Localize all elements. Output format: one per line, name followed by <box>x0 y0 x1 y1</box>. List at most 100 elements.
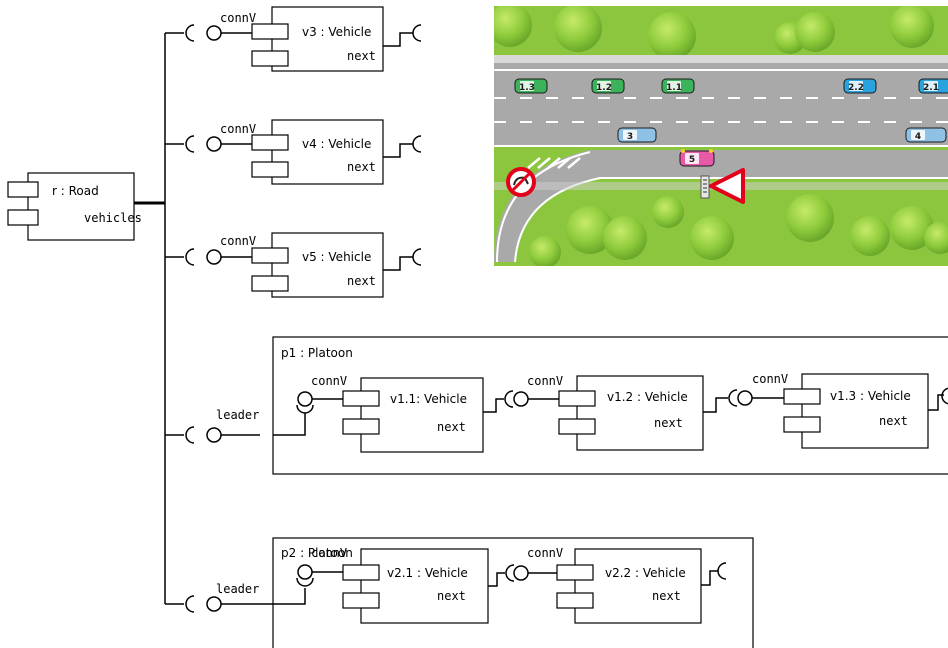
provided-interface-icon <box>513 391 529 407</box>
connv-label: connV <box>220 234 256 248</box>
required-interface-icon <box>296 404 314 414</box>
next-label: next <box>879 414 908 428</box>
checkpoint-post-icon <box>700 175 710 199</box>
connv-label: connV <box>311 546 347 560</box>
car-label: 4 <box>915 132 921 142</box>
provided-interface-icon <box>513 565 529 581</box>
required-interface-icon <box>296 577 314 587</box>
platoon-p2: p2 : Platoon leader connV v2.1 : Vehicle… <box>185 537 754 648</box>
component-port-icon <box>7 181 39 198</box>
connv-label: connV <box>311 374 347 388</box>
connv-label: connV <box>220 11 256 25</box>
required-interface-icon <box>412 135 422 153</box>
car-1-3: 1.3 <box>514 78 548 94</box>
vehicle-v1-1: connV v1.1: Vehicle next <box>296 374 514 453</box>
next-label: next <box>347 160 376 174</box>
component-port-icon <box>558 418 596 435</box>
next-label: next <box>347 274 376 288</box>
tree-icon <box>529 194 948 266</box>
required-interface-icon <box>412 248 422 266</box>
no-overtaking-sign-icon <box>506 167 536 197</box>
car-5: 5 <box>679 149 715 167</box>
provided-interface-icon <box>206 249 222 265</box>
vehicle-v3: connV v3 : Vehicle next <box>185 6 422 72</box>
chevron-marking-icon <box>527 157 581 169</box>
vehicle-title: v1.2 : Vehicle <box>607 390 688 404</box>
connv-label: connV <box>527 374 563 388</box>
connector-trunk <box>134 32 184 605</box>
road-title: r : Road <box>52 184 99 198</box>
car-4: 4 <box>905 127 947 143</box>
required-interface-icon <box>185 24 195 42</box>
required-interface-icon <box>505 564 515 582</box>
car-2-1: 2.1 <box>918 78 948 94</box>
next-label: next <box>652 589 681 603</box>
platoon-title: p2 : Platoon <box>281 546 353 560</box>
provided-interface-icon <box>297 564 313 580</box>
vehicle-title: v4 : Vehicle <box>302 137 371 151</box>
component-port-icon <box>251 275 289 292</box>
car-1-2: 1.2 <box>591 78 625 94</box>
vehicle-v2-1: connV v2.1 : Vehicle next <box>296 546 515 624</box>
component-port-icon <box>251 161 289 178</box>
vehicle-title: v2.2 : Vehicle <box>605 566 686 580</box>
provided-interface-icon <box>206 427 222 443</box>
vehicle-v5: connV v5 : Vehicle next <box>185 232 422 298</box>
vehicle-title: v3 : Vehicle <box>302 25 371 39</box>
required-interface-icon <box>412 24 422 42</box>
component-port-icon <box>342 418 380 435</box>
component-port-icon <box>251 247 289 264</box>
required-interface-icon <box>728 389 738 407</box>
required-interface-icon <box>717 562 727 580</box>
next-label: next <box>347 49 376 63</box>
vehicle-title: v2.1 : Vehicle <box>387 566 468 580</box>
vehicle-v2-2: connV v2.2 : Vehicle next <box>513 546 727 624</box>
provided-interface-icon <box>206 136 222 152</box>
next-label: next <box>437 420 466 434</box>
platoon-title: p1 : Platoon <box>281 346 353 360</box>
road-scene: 1.3 1.2 1.1 2.2 2.1 3 <box>494 6 948 266</box>
vehicle-v4: connV v4 : Vehicle next <box>185 119 422 185</box>
provided-interface-icon <box>206 25 222 41</box>
connv-label: connV <box>527 546 563 560</box>
tree-icon <box>494 6 934 60</box>
required-interface-icon <box>185 135 195 153</box>
vehicle-title: v1.3 : Vehicle <box>830 389 911 403</box>
provided-interface-icon <box>206 596 222 612</box>
car-1-1: 1.1 <box>661 78 695 94</box>
required-interface-icon <box>185 595 195 613</box>
car-3: 3 <box>617 127 657 143</box>
platoon-p1: p1 : Platoon leader connV v1.1: Vehicle … <box>185 336 948 475</box>
leader-label: leader <box>216 582 259 596</box>
leader-label: leader <box>216 408 259 422</box>
required-interface-icon <box>185 248 195 266</box>
car-label: 2.2 <box>848 83 864 93</box>
component-port-icon <box>251 134 289 151</box>
component-port-icon <box>342 390 380 407</box>
car-label: 1.1 <box>666 83 682 93</box>
provided-interface-icon <box>297 391 313 407</box>
car-label: 1.2 <box>596 83 612 93</box>
vehicle-title: v1.1: Vehicle <box>390 392 467 406</box>
component-port-icon <box>342 592 380 609</box>
vehicle-title: v5 : Vehicle <box>302 250 371 264</box>
component-port-icon <box>251 50 289 67</box>
required-interface-icon <box>185 426 195 444</box>
yield-sign-icon <box>709 168 745 204</box>
car-label: 1.3 <box>519 83 535 93</box>
component-port-icon <box>7 209 39 226</box>
component-port-icon <box>783 388 821 405</box>
vehicle-v1-3: connV v1.3 : Vehicle next <box>737 372 948 449</box>
car-label: 3 <box>627 132 633 142</box>
highway <box>494 63 948 147</box>
vehicle-v1-2: connV v1.2 : Vehicle next <box>513 374 738 451</box>
component-port-icon <box>342 564 380 581</box>
component-port-icon <box>783 416 821 433</box>
required-interface-icon <box>504 390 514 408</box>
component-port-icon <box>556 592 594 609</box>
connv-label: connV <box>752 372 788 386</box>
provided-interface-icon <box>737 390 753 406</box>
next-label: next <box>437 589 466 603</box>
next-label: next <box>654 416 683 430</box>
